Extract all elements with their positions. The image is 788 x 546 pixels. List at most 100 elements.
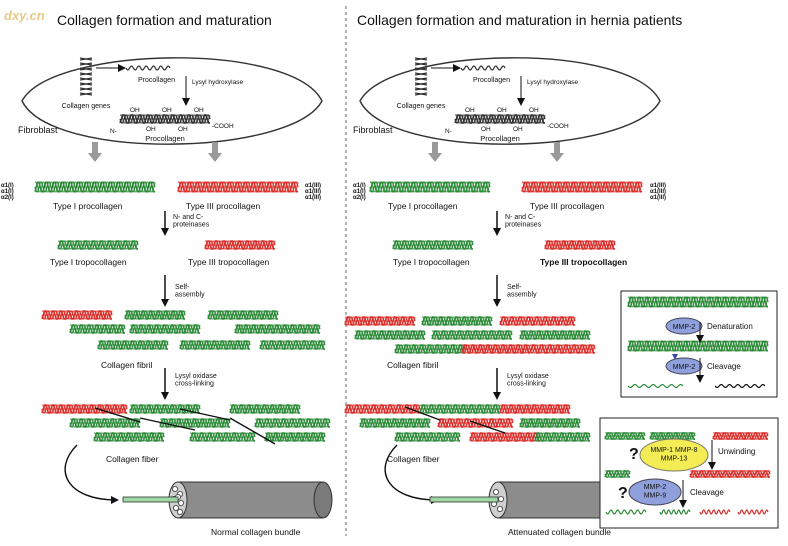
type3-procollagen-label: Type III procollagen: [186, 201, 260, 211]
fiber-helix: [264, 432, 326, 442]
inset2-helix-green: [604, 432, 646, 440]
n-terminus: N-: [110, 128, 117, 135]
inset2-helix-red2: [689, 470, 771, 478]
chain-label-type1: α1(I): [353, 183, 366, 189]
fibril-helix: [234, 324, 321, 334]
lysyl-hydroxylase-label: Lysyl hydroxylase: [192, 79, 243, 86]
oh-group: OH: [178, 126, 188, 133]
collagen-fiber-label: Collagen fiber: [387, 454, 440, 464]
inset1-enzyme2-label: MMP-2: [673, 364, 696, 371]
fibril-helix: [97, 340, 169, 350]
fiber-helix: [359, 418, 431, 428]
inset1-cleavage-label: Cleavage: [707, 362, 741, 371]
mmp-blue-enzyme: [628, 478, 682, 506]
fibril-helix: [259, 340, 326, 350]
procollagen-top-label: Procollagen: [473, 77, 510, 84]
procollagen-label: Procollagen: [145, 134, 185, 143]
fibril-helix: [529, 344, 596, 354]
type3-procollagen-label: Type III procollagen: [530, 201, 604, 211]
type3-tropocollagen-label: Type III tropocollagen: [540, 257, 627, 267]
self-assembly-label: Self-assembly: [175, 284, 205, 299]
proteinases-label: N- and C-proteinases: [173, 214, 210, 229]
left-panel: Collagen formation and maturationFibrobl…: [1, 12, 333, 537]
oh-group: OH: [194, 107, 204, 114]
fibril-helix: [69, 324, 126, 334]
right-panel: Collagen formation and maturation in her…: [344, 12, 682, 537]
oh-group: OH: [513, 126, 523, 133]
type1-tropocollagen-label: Type I tropocollagen: [50, 257, 127, 267]
procollagen-helix: [119, 114, 211, 124]
inset2-fragment1: [605, 509, 647, 515]
lysyl-hydroxylase-label: Lysyl hydroxylase: [527, 79, 578, 86]
crosslink: [469, 420, 506, 434]
export-arrow-type1-head: [88, 153, 102, 162]
bundle-arrow: [64, 444, 119, 504]
bundle-label: Normal collagen bundle: [211, 527, 301, 537]
inset2-helix-red: [712, 432, 769, 440]
chain-label-type1: α1(I): [1, 183, 14, 189]
fiber-helix: [159, 418, 231, 428]
fibril-helix: [179, 340, 251, 350]
fiber-helix: [469, 432, 541, 442]
fibroblast-cell: [21, 57, 323, 145]
type3-procollagen-helix: [521, 181, 643, 193]
inset1-notch: [672, 354, 678, 360]
inset2-fragment2: [659, 509, 691, 515]
chain-label-type3: α1(III): [305, 183, 321, 189]
fiber-helix: [394, 432, 461, 442]
procollagen-chain: [460, 65, 506, 71]
chain-label-type3: α1(III): [650, 195, 666, 201]
fibril-helix: [394, 344, 466, 354]
type1-procollagen-label: Type I procollagen: [388, 201, 458, 211]
procollagen-chain: [125, 65, 171, 71]
crosslink: [179, 408, 231, 421]
inset1-denaturation-label: Denaturation: [707, 322, 753, 331]
inset2-unwinding-label: Unwinding: [718, 447, 755, 456]
panel-title: Collagen formation and maturation in her…: [357, 12, 682, 28]
bundle-arrow: [384, 444, 439, 504]
fiber-helix: [344, 404, 421, 414]
mmp2-enzyme-bottom: [665, 357, 703, 375]
fibril-helix: [519, 330, 591, 340]
chain-label-type1: α1(I): [1, 189, 14, 195]
fiber-helix: [499, 404, 571, 414]
self-assembly-label: Self-assembly: [507, 284, 537, 299]
type1-tropocollagen: [57, 240, 139, 250]
chain-label-type3: α1(III): [650, 183, 666, 189]
chain-label-type1: α2(I): [1, 195, 14, 201]
collagen-genes-label: Collagen genes: [62, 103, 111, 110]
oh-group: OH: [529, 107, 539, 114]
type3-tropocollagen: [204, 240, 276, 250]
procollagen-top-label: Procollagen: [138, 77, 175, 84]
fibroblast-label: Fibroblast: [353, 125, 393, 135]
fibril-helix: [124, 310, 186, 320]
collagen-genes-dna: [79, 57, 93, 96]
fiber-helix: [254, 418, 331, 428]
chain-label-type3: α1(III): [305, 189, 321, 195]
inset-mmp2-denaturation: MMP-2 Denaturation MMP-2 Cleavage: [620, 290, 778, 398]
fibril-helix: [41, 310, 113, 320]
fiber-helix: [69, 418, 141, 428]
fibril-helix: [461, 344, 531, 354]
collagen-fiber-label: Collagen fiber: [106, 454, 159, 464]
oh-group: OH: [465, 107, 475, 114]
inset2-fragment4: [737, 509, 769, 515]
fibril-helix: [354, 330, 426, 340]
inset1-fragment-dark: [714, 384, 766, 388]
type1-procollagen-helix: [369, 181, 491, 193]
collagen-bundle: [122, 481, 333, 519]
fibril-helix: [499, 316, 576, 326]
crosslink: [94, 407, 141, 423]
fibroblast-cell: [359, 57, 661, 145]
inset1-enzyme1-label: MMP-2: [673, 324, 696, 331]
export-arrow-type3: [554, 142, 560, 154]
inset2-question-2: ?: [618, 485, 628, 502]
collagen-genes-dna: [414, 57, 428, 96]
bundle-label: Attenuated collagen bundle: [508, 527, 611, 537]
export-arrow-type3-head: [550, 153, 564, 162]
crosslink: [139, 417, 196, 431]
